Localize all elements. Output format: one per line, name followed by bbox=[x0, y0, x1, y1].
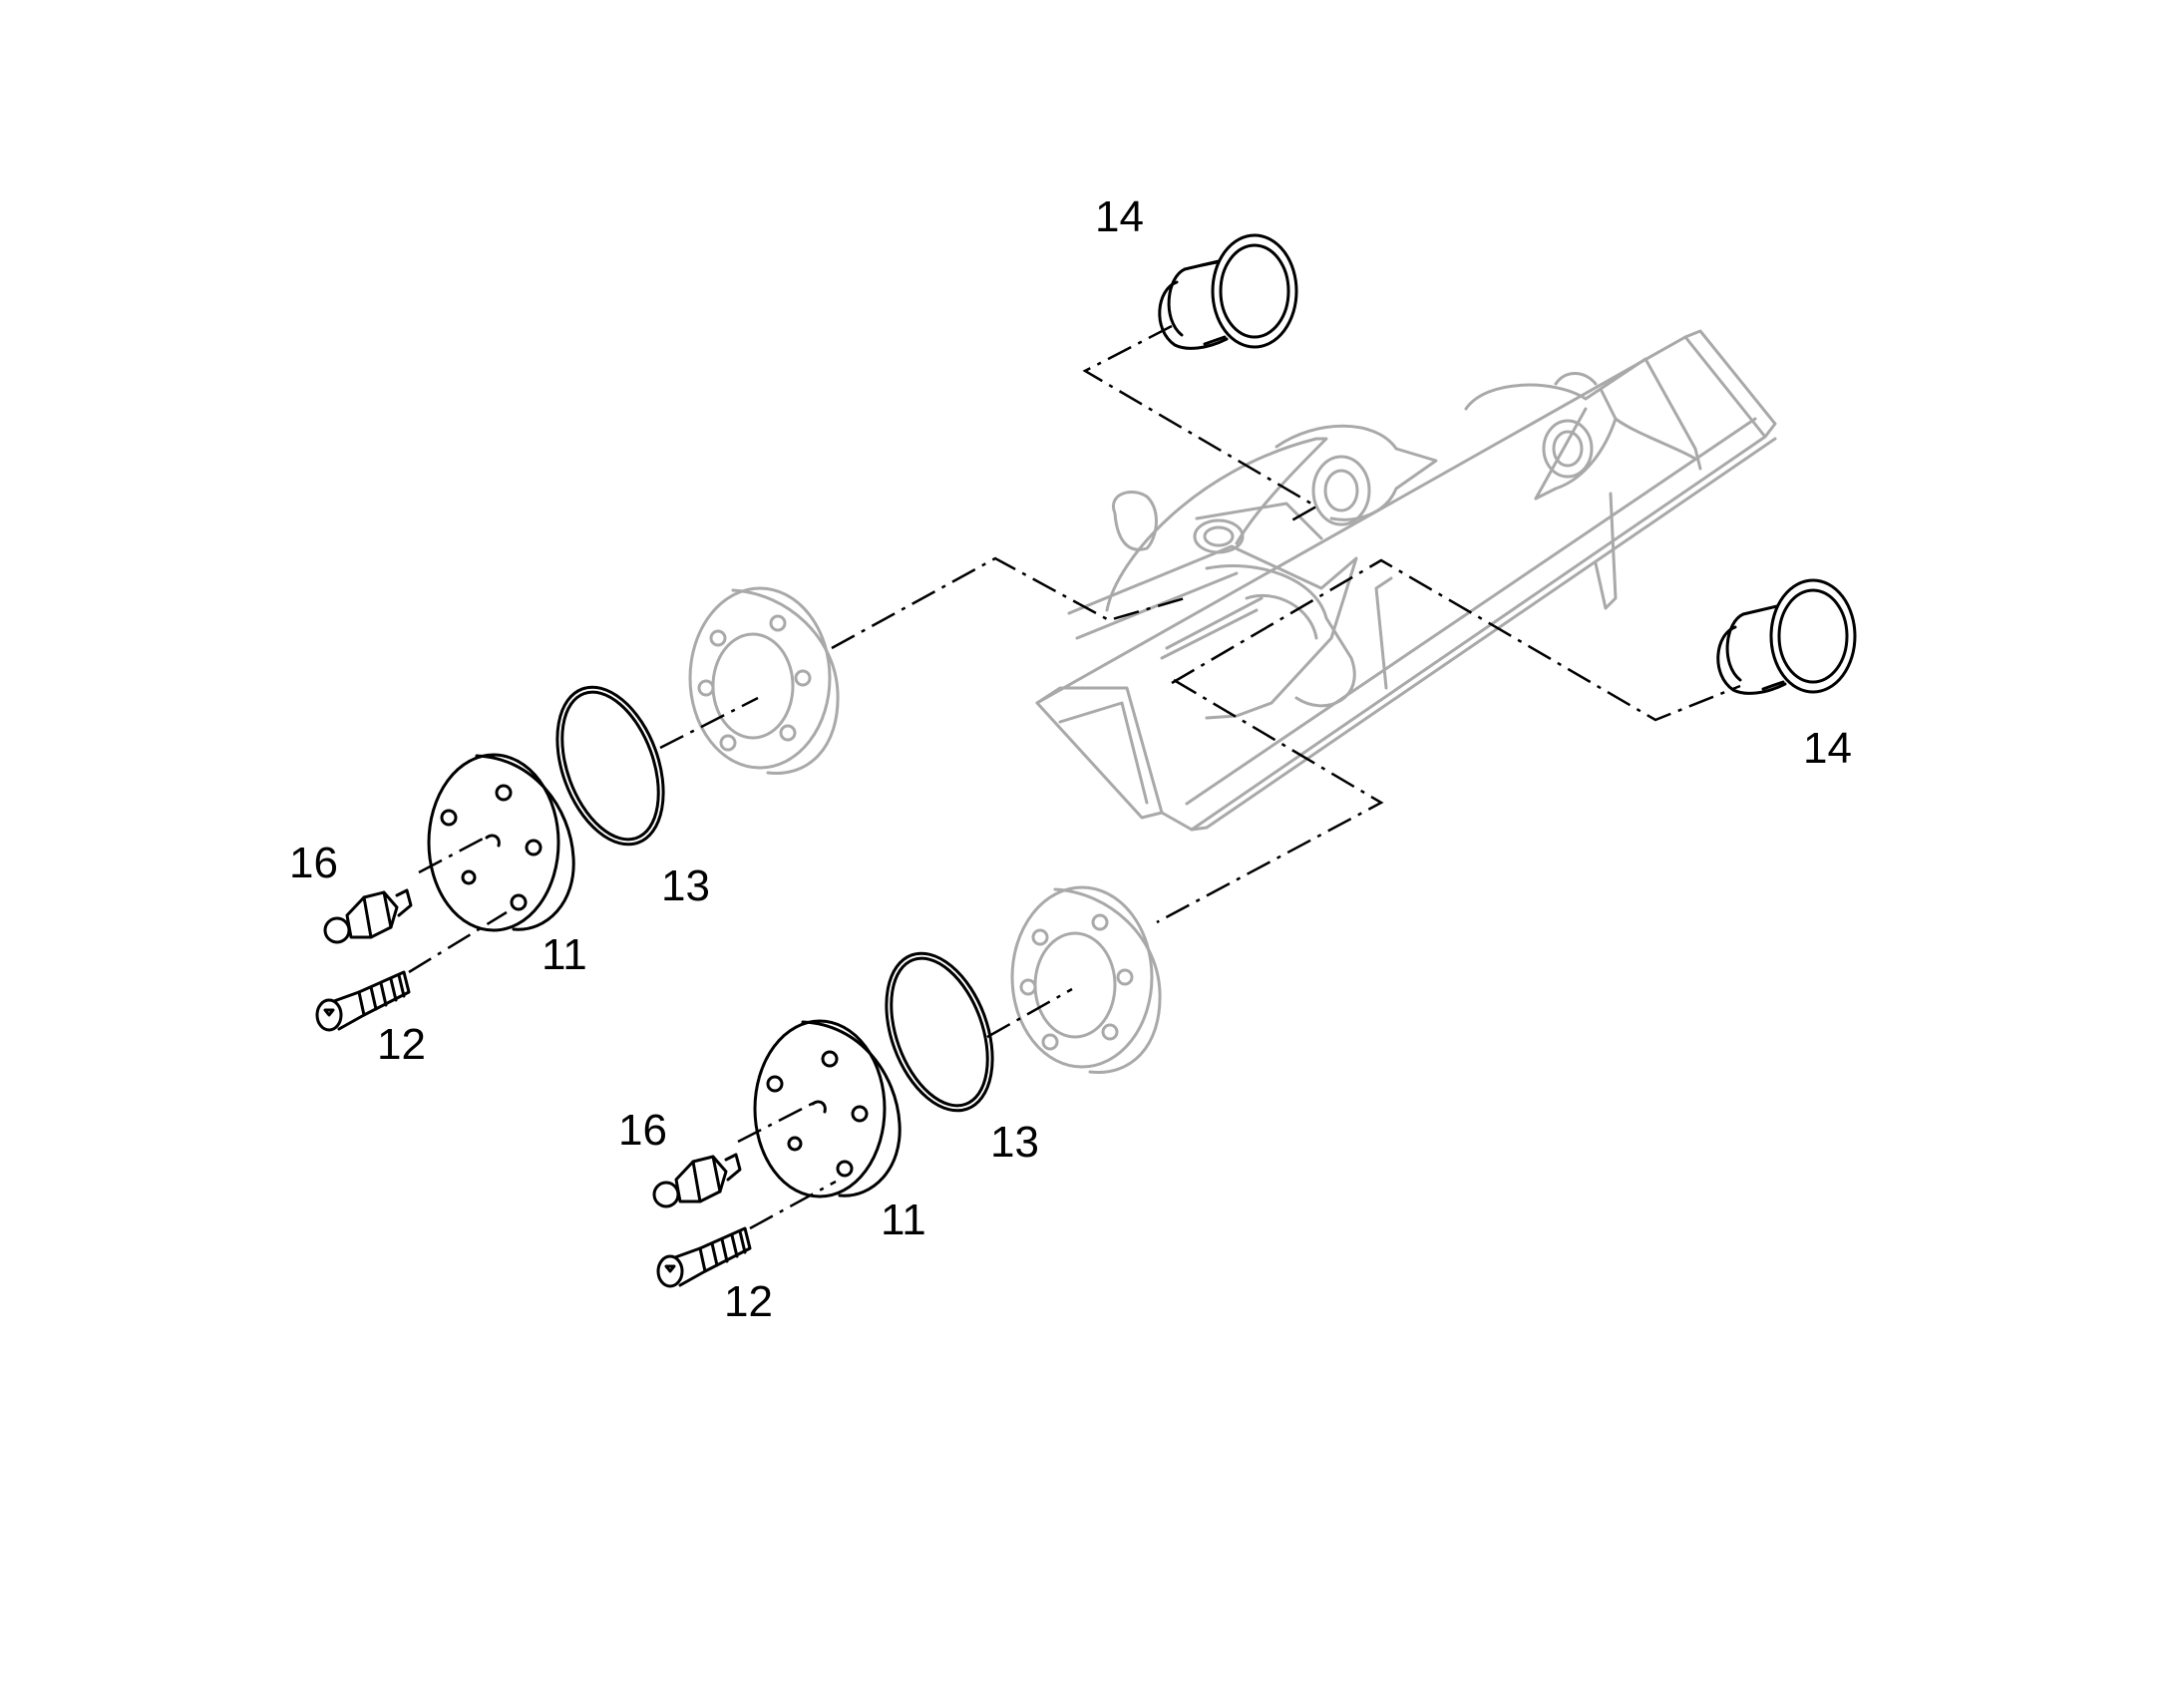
screw-upper bbox=[315, 970, 411, 1032]
callout-14-right: 14 bbox=[1803, 724, 1852, 773]
callout-14-top: 14 bbox=[1095, 192, 1144, 241]
cover-upper bbox=[427, 753, 575, 932]
callout-11-lower: 11 bbox=[881, 1196, 926, 1244]
callout-16-lower: 16 bbox=[618, 1106, 667, 1155]
bushing-top bbox=[1158, 233, 1298, 350]
flange-ring-lower bbox=[1010, 885, 1162, 1075]
flange-ring-upper bbox=[688, 586, 840, 776]
bushing-right bbox=[1716, 578, 1857, 695]
assembly-leader-lines bbox=[408, 324, 1741, 1230]
screw-lower bbox=[656, 1226, 752, 1288]
callout-12-lower: 12 bbox=[724, 1277, 773, 1326]
callout-13-lower: 13 bbox=[990, 1118, 1039, 1167]
grease-fitting-lower bbox=[652, 1153, 742, 1208]
grease-fitting-upper bbox=[323, 888, 413, 944]
axle-beam bbox=[1035, 329, 1777, 832]
callout-12-upper: 12 bbox=[377, 1020, 426, 1069]
callout-13-upper: 13 bbox=[661, 861, 710, 910]
callout-16-upper: 16 bbox=[289, 839, 338, 887]
cover-lower bbox=[753, 1019, 902, 1198]
o-ring-upper bbox=[555, 685, 665, 847]
o-ring-lower bbox=[885, 951, 994, 1113]
callout-11-upper: 11 bbox=[542, 930, 587, 979]
